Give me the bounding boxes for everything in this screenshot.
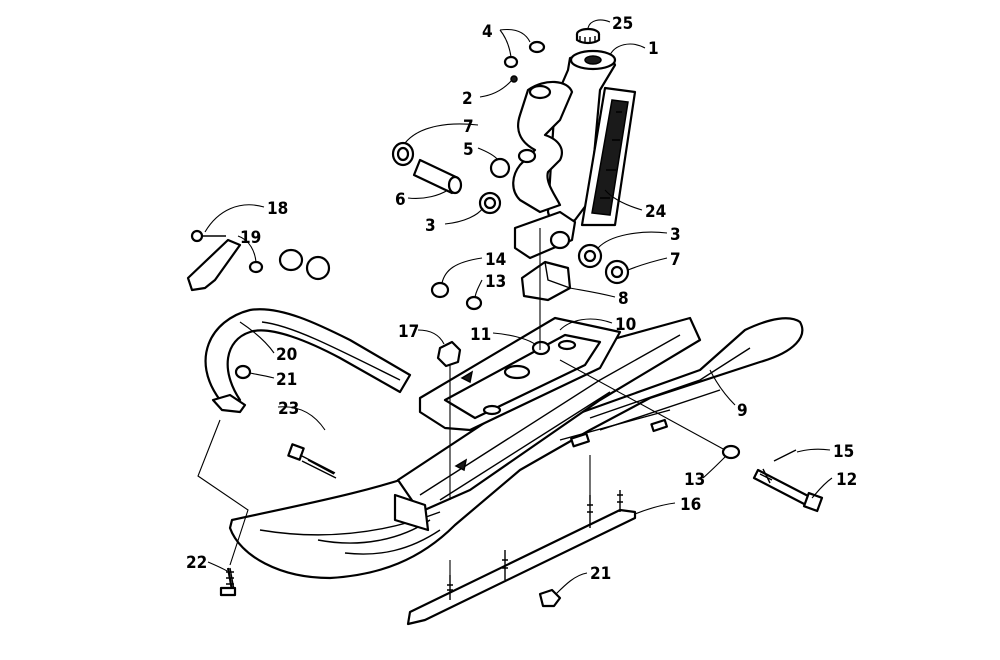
callout-17: 17 — [398, 322, 419, 342]
callout-3-right: 3 — [670, 225, 681, 245]
washer-4 — [528, 40, 546, 54]
callout-3-left: 3 — [425, 216, 436, 236]
spindle-cap-part — [575, 27, 601, 45]
callout-14: 14 — [485, 250, 506, 270]
sleeve-6 — [412, 158, 463, 195]
wear-pad-8 — [520, 260, 572, 302]
grease-fitting-2 — [510, 75, 518, 83]
callout-6: 6 — [395, 190, 406, 210]
callout-8: 8 — [618, 289, 629, 309]
callout-1: 1 — [648, 39, 659, 59]
callout-21-upper: 21 — [276, 370, 297, 390]
callout-21-lower: 21 — [590, 564, 611, 584]
callout-25: 25 — [612, 14, 633, 34]
nut-19-c — [305, 255, 331, 281]
callout-12: 12 — [836, 470, 857, 490]
runner-16 — [406, 490, 637, 626]
bushing-7-right — [604, 259, 630, 285]
callout-18: 18 — [267, 199, 288, 219]
nut-21-bottom — [538, 588, 562, 608]
callout-2: 2 — [462, 89, 473, 109]
arrow-mark — [460, 370, 474, 384]
callout-5: 5 — [463, 140, 474, 160]
nut-19-b — [278, 248, 304, 272]
bushing-3-right — [577, 243, 603, 269]
callout-22: 22 — [186, 553, 207, 573]
bracket-18 — [186, 229, 242, 292]
washer-11 — [531, 340, 551, 356]
callout-10: 10 — [615, 315, 636, 335]
bushing-3-left — [478, 191, 502, 215]
bushing-5 — [489, 157, 511, 179]
washer-13-top — [465, 295, 483, 311]
nut-21-top — [234, 364, 252, 380]
bushing-7-left — [391, 141, 415, 167]
ski-loop-20 — [204, 308, 412, 414]
callout-16: 16 — [680, 495, 701, 515]
nut-14 — [430, 281, 450, 299]
callout-13-lower: 13 — [684, 470, 705, 490]
nut-4 — [503, 55, 519, 69]
arrow-mark — [454, 458, 468, 472]
callout-15: 15 — [833, 442, 854, 462]
callout-9: 9 — [737, 401, 748, 421]
callout-7-lower: 7 — [670, 250, 681, 270]
callout-labels: 25 1 4 2 7 5 6 3 24 3 7 18 19 14 13 8 10… — [186, 14, 857, 584]
washer-13-bottom — [721, 444, 741, 460]
spindle-decal-part — [580, 86, 637, 227]
callout-7-upper: 7 — [463, 117, 474, 137]
callout-24: 24 — [645, 202, 666, 222]
assembly-line — [559, 359, 726, 451]
bolt-22 — [219, 567, 237, 597]
callout-19: 19 — [240, 228, 261, 248]
bolt-23 — [287, 443, 337, 479]
callout-4: 4 — [482, 22, 493, 42]
bolt-12 — [752, 468, 824, 513]
ski-saddle-rail — [393, 316, 702, 532]
nut-19 — [248, 260, 264, 274]
assembly-line — [197, 419, 249, 566]
callout-13-upper: 13 — [485, 272, 506, 292]
callout-23: 23 — [278, 399, 299, 419]
callout-11: 11 — [470, 325, 491, 345]
spindle-part — [512, 49, 617, 260]
nut-17 — [436, 340, 462, 368]
callout-20: 20 — [276, 345, 297, 365]
ski-saddle-part — [418, 316, 622, 432]
cotter-pin-15 — [773, 449, 797, 462]
leader-lines — [204, 19, 833, 595]
